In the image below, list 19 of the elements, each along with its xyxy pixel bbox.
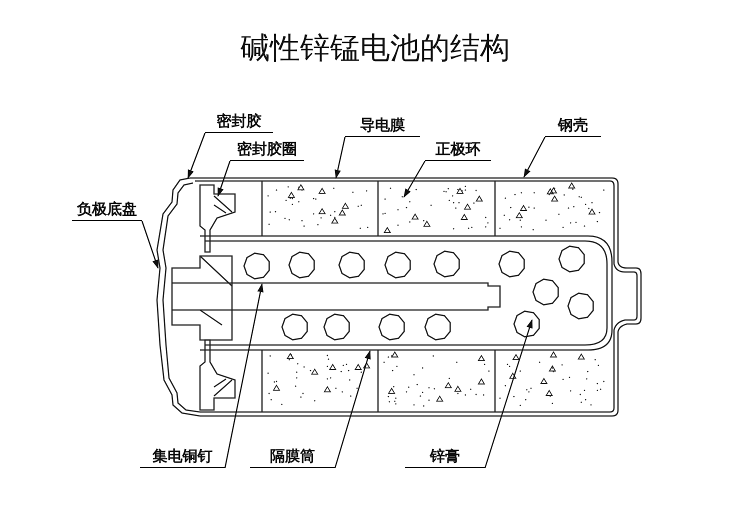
- leader-line: [334, 350, 371, 468]
- leader-line: [224, 283, 264, 468]
- leader-line: [187, 132, 206, 179]
- leader-line: [484, 319, 533, 468]
- label: 负极底盘: [72, 200, 142, 221]
- label: 集电铜钉: [140, 447, 225, 468]
- label: 密封胶: [205, 112, 273, 133]
- label: 正极环: [425, 140, 491, 161]
- label: 导电膜: [345, 116, 420, 137]
- leader-line: [523, 136, 546, 178]
- label: 钢壳: [545, 116, 601, 137]
- leader-line: [403, 160, 426, 198]
- leader-line: [334, 136, 346, 179]
- label: 密封胶圈: [230, 140, 304, 161]
- label: 锌膏: [405, 447, 485, 468]
- leader-line: [141, 220, 159, 269]
- title: 碱性锌锰电池的结构: [239, 30, 511, 68]
- label: 隔膜筒: [250, 447, 335, 468]
- leader-line: [217, 160, 231, 197]
